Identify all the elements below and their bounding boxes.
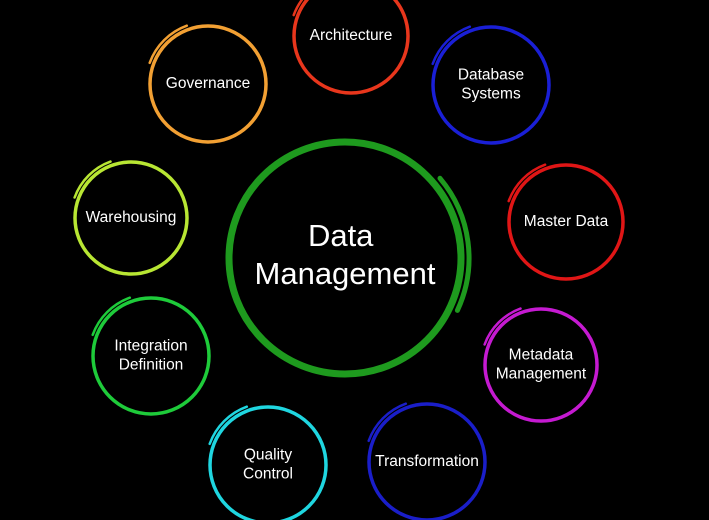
- transformation-label-line-1: Transformation: [375, 453, 479, 470]
- architecture-ring-swoosh: [292, 0, 304, 17]
- master-data-label: Master Data: [524, 213, 609, 230]
- governance-ring: [148, 24, 268, 144]
- governance-ring-swoosh: [148, 24, 189, 65]
- center-ring: [225, 138, 465, 378]
- center-title-line-2: Management: [255, 256, 436, 291]
- integration-definition-label-line-2: Definition: [119, 357, 184, 374]
- metadata-management-label-line-1: Metadata: [509, 347, 574, 364]
- database-systems-label-line-2: Systems: [461, 86, 521, 103]
- integration-definition-ring-swoosh: [91, 296, 132, 337]
- transformation-ring: [367, 402, 487, 520]
- quality-control-label-line-1: Quality: [244, 447, 292, 464]
- node-transformation: Transformation: [367, 402, 487, 520]
- transformation-ring-swoosh: [367, 402, 408, 443]
- center-title: Data Management: [255, 218, 436, 291]
- integration-definition-label-line-1: Integration: [114, 338, 187, 355]
- warehousing-ring: [73, 160, 189, 276]
- warehousing-ring-swoosh: [73, 160, 112, 199]
- governance-label-line-1: Governance: [166, 75, 250, 92]
- integration-definition-ring: [91, 296, 211, 416]
- quality-control-ring: [208, 405, 328, 520]
- database-systems-ring-swoosh: [431, 25, 472, 66]
- architecture-label-line-1: Architecture: [310, 27, 393, 44]
- metadata-management-ring: [483, 307, 599, 423]
- quality-control-ring-swoosh: [208, 405, 249, 446]
- node-governance: Governance: [148, 24, 268, 144]
- master-data-ring-swoosh: [507, 163, 547, 203]
- architecture-ring: [292, 0, 410, 95]
- center-ring-swoosh: [437, 175, 472, 313]
- center-hub: Data Management: [225, 138, 472, 378]
- warehousing-label-line-1: Warehousing: [86, 209, 177, 226]
- warehousing-label: Warehousing: [86, 209, 177, 226]
- database-systems-label-line-1: Database: [458, 67, 524, 84]
- metadata-management-label-line-2: Management: [496, 366, 587, 383]
- master-data-label-line-1: Master Data: [524, 213, 609, 230]
- quality-control-label-line-2: Control: [243, 466, 293, 483]
- node-architecture: Architecture: [292, 0, 410, 95]
- node-master-data: Master Data: [507, 163, 625, 281]
- transformation-label: Transformation: [375, 453, 479, 470]
- database-systems-ring: [431, 25, 551, 145]
- architecture-label: Architecture: [310, 27, 393, 44]
- master-data-ring: [507, 163, 625, 281]
- governance-label: Governance: [166, 75, 250, 92]
- center-title-line-1: Data: [308, 218, 374, 253]
- node-warehousing: Warehousing: [73, 160, 189, 276]
- metadata-management-ring-swoosh: [483, 307, 522, 346]
